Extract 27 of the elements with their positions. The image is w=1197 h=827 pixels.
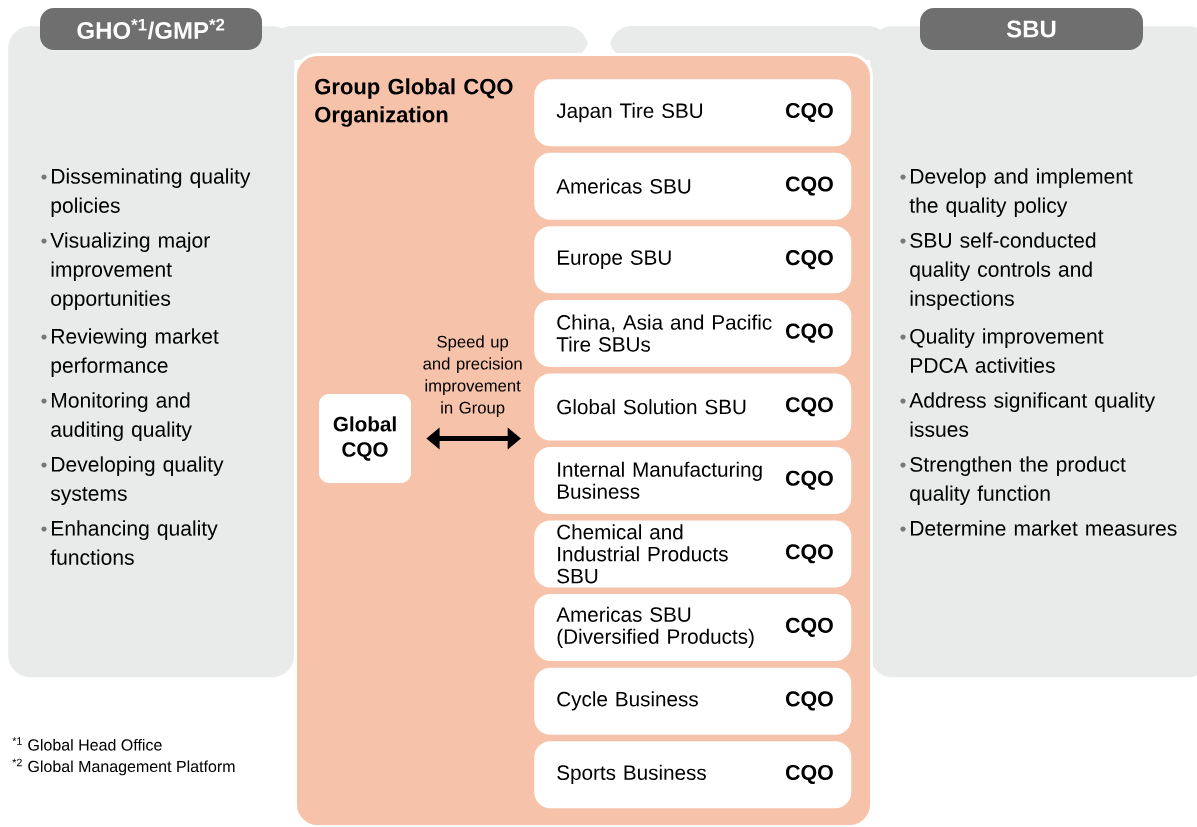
- bullet-item: Develop and implement the quality policy: [900, 168, 1133, 218]
- sbu-box: Europe SBU CQO: [534, 226, 852, 294]
- sbu-box: Cycle Business CQO: [534, 667, 852, 735]
- sbu-box: Americas SBU (Diversified Products) CQO: [534, 594, 852, 662]
- footnote: $^{*1}$ Global Head Office: [12, 737, 162, 751]
- heading-pill: SBU: [920, 8, 1143, 50]
- bullet-item: Quality improvement PDCA activities: [900, 328, 1104, 373]
- sbu-box: Sports Business CQO: [534, 741, 852, 809]
- bullet-item: Address significant quality issues: [900, 392, 1156, 437]
- sbu-box: Americas SBU CQO: [534, 152, 852, 220]
- sbu-box: Chemical and Industrial Products SBU CQO: [534, 520, 852, 588]
- bullet-item: Reviewing market performance: [41, 328, 219, 378]
- sbu-box: Global Solution SBU CQO: [534, 373, 852, 441]
- bullet-item: Disseminating quality policies: [41, 168, 251, 218]
- bullet-item: Determine market measures: [900, 520, 1177, 536]
- bullet-item: Monitoring and auditing quality: [41, 392, 192, 442]
- role-box: Global CQO: [319, 394, 411, 483]
- sbu-box: Japan Tire SBU CQO: [534, 79, 852, 147]
- bullet-item: Enhancing quality functions: [41, 520, 218, 565]
- bullet-item: Strengthen the product quality function: [900, 456, 1126, 506]
- heading-pill: GHO$^{*1}$/GMP$^{*2}$: [40, 8, 262, 50]
- footnote: $^{*2}$ Global Management Platform: [12, 758, 235, 776]
- bullet-item: Visualizing major improvement opportunities: [41, 232, 210, 311]
- sbu-box: Internal Manufacturing Business CQO: [534, 447, 852, 514]
- bullet-item: Developing quality systems: [41, 456, 224, 506]
- edge-label: Speed up and precision improvement in Group: [423, 335, 522, 417]
- bullet-item: SBU self-conducted quality controls and inspections: [900, 232, 1096, 311]
